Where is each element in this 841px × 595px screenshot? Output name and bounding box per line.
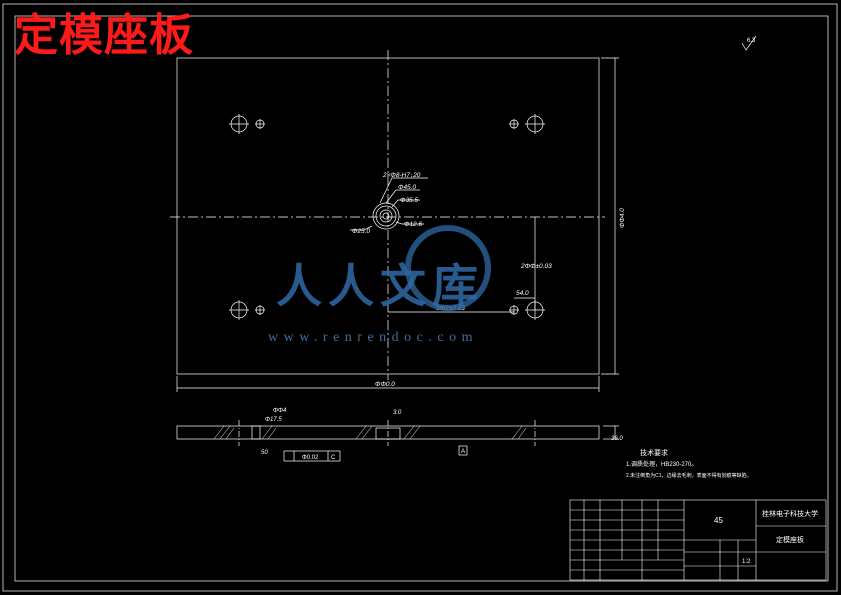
roughness-value: 6.3 [747,38,756,44]
watermark-logo-icon [405,225,491,311]
tol-datum: C [331,455,336,461]
dimension-lines [176,57,619,392]
dim-d25: Φ25.0 [352,228,370,235]
dim-v-pitch: 2ΦΦ±0.03 [520,263,552,270]
dim-d35: Φ35.5 [400,197,418,204]
dim-small: 54.0 [516,290,529,297]
page-title: 定模座板 [14,10,194,61]
watermark-brand: 人人文库 [276,259,484,313]
dim-height: ΦΦ4.0 [619,208,626,228]
tech-req-line2: 2.未注倒角为C1，边缘去毛刺，表面不得有划痕等缺陷。 [626,472,752,479]
sec-dim-1: ΦΦ4 [273,408,287,414]
roughness-symbol: 6.3 [741,35,757,51]
material: 45 [714,516,723,525]
tech-req-line1: 1.调质处理，HB230-270。 [626,460,697,468]
inner-border [14,15,829,582]
tol-value: Φ0.02 [302,455,319,461]
dim-thickness: 36.0 [611,436,623,442]
sec-dim-3: 3.0 [393,410,402,416]
sec-dim-4: 50 [261,450,268,456]
holes-label: 2×Φ8-H7↓20 [382,172,421,179]
title-block [569,499,827,581]
tech-requirements: 技术要求 1.调质处理，HB230-270。 2.未注倒角为C1，边缘去毛刺，表… [626,448,752,479]
dim-width: ΦΦ0.0 [375,381,395,388]
school-name: 桂林电子科技大学 [762,509,818,518]
scale: 1:2 [742,559,751,565]
dim-d45: Φ45.0 [398,184,416,191]
tolerance-frame: Φ0.02 C A [283,445,468,462]
outer-border [2,3,838,592]
center-bore [372,202,400,230]
part-name: 定模座板 [776,535,804,544]
center-leaders [350,177,428,231]
sec-dim-2: Φ17.5 [265,417,282,423]
tech-req-heading: 技术要求 [640,448,668,457]
section-view [176,420,619,446]
datum-a: A [461,449,465,455]
dim-d12: Φ12.6 [404,221,422,228]
watermark-url: www.renrendoc.com [268,330,478,345]
